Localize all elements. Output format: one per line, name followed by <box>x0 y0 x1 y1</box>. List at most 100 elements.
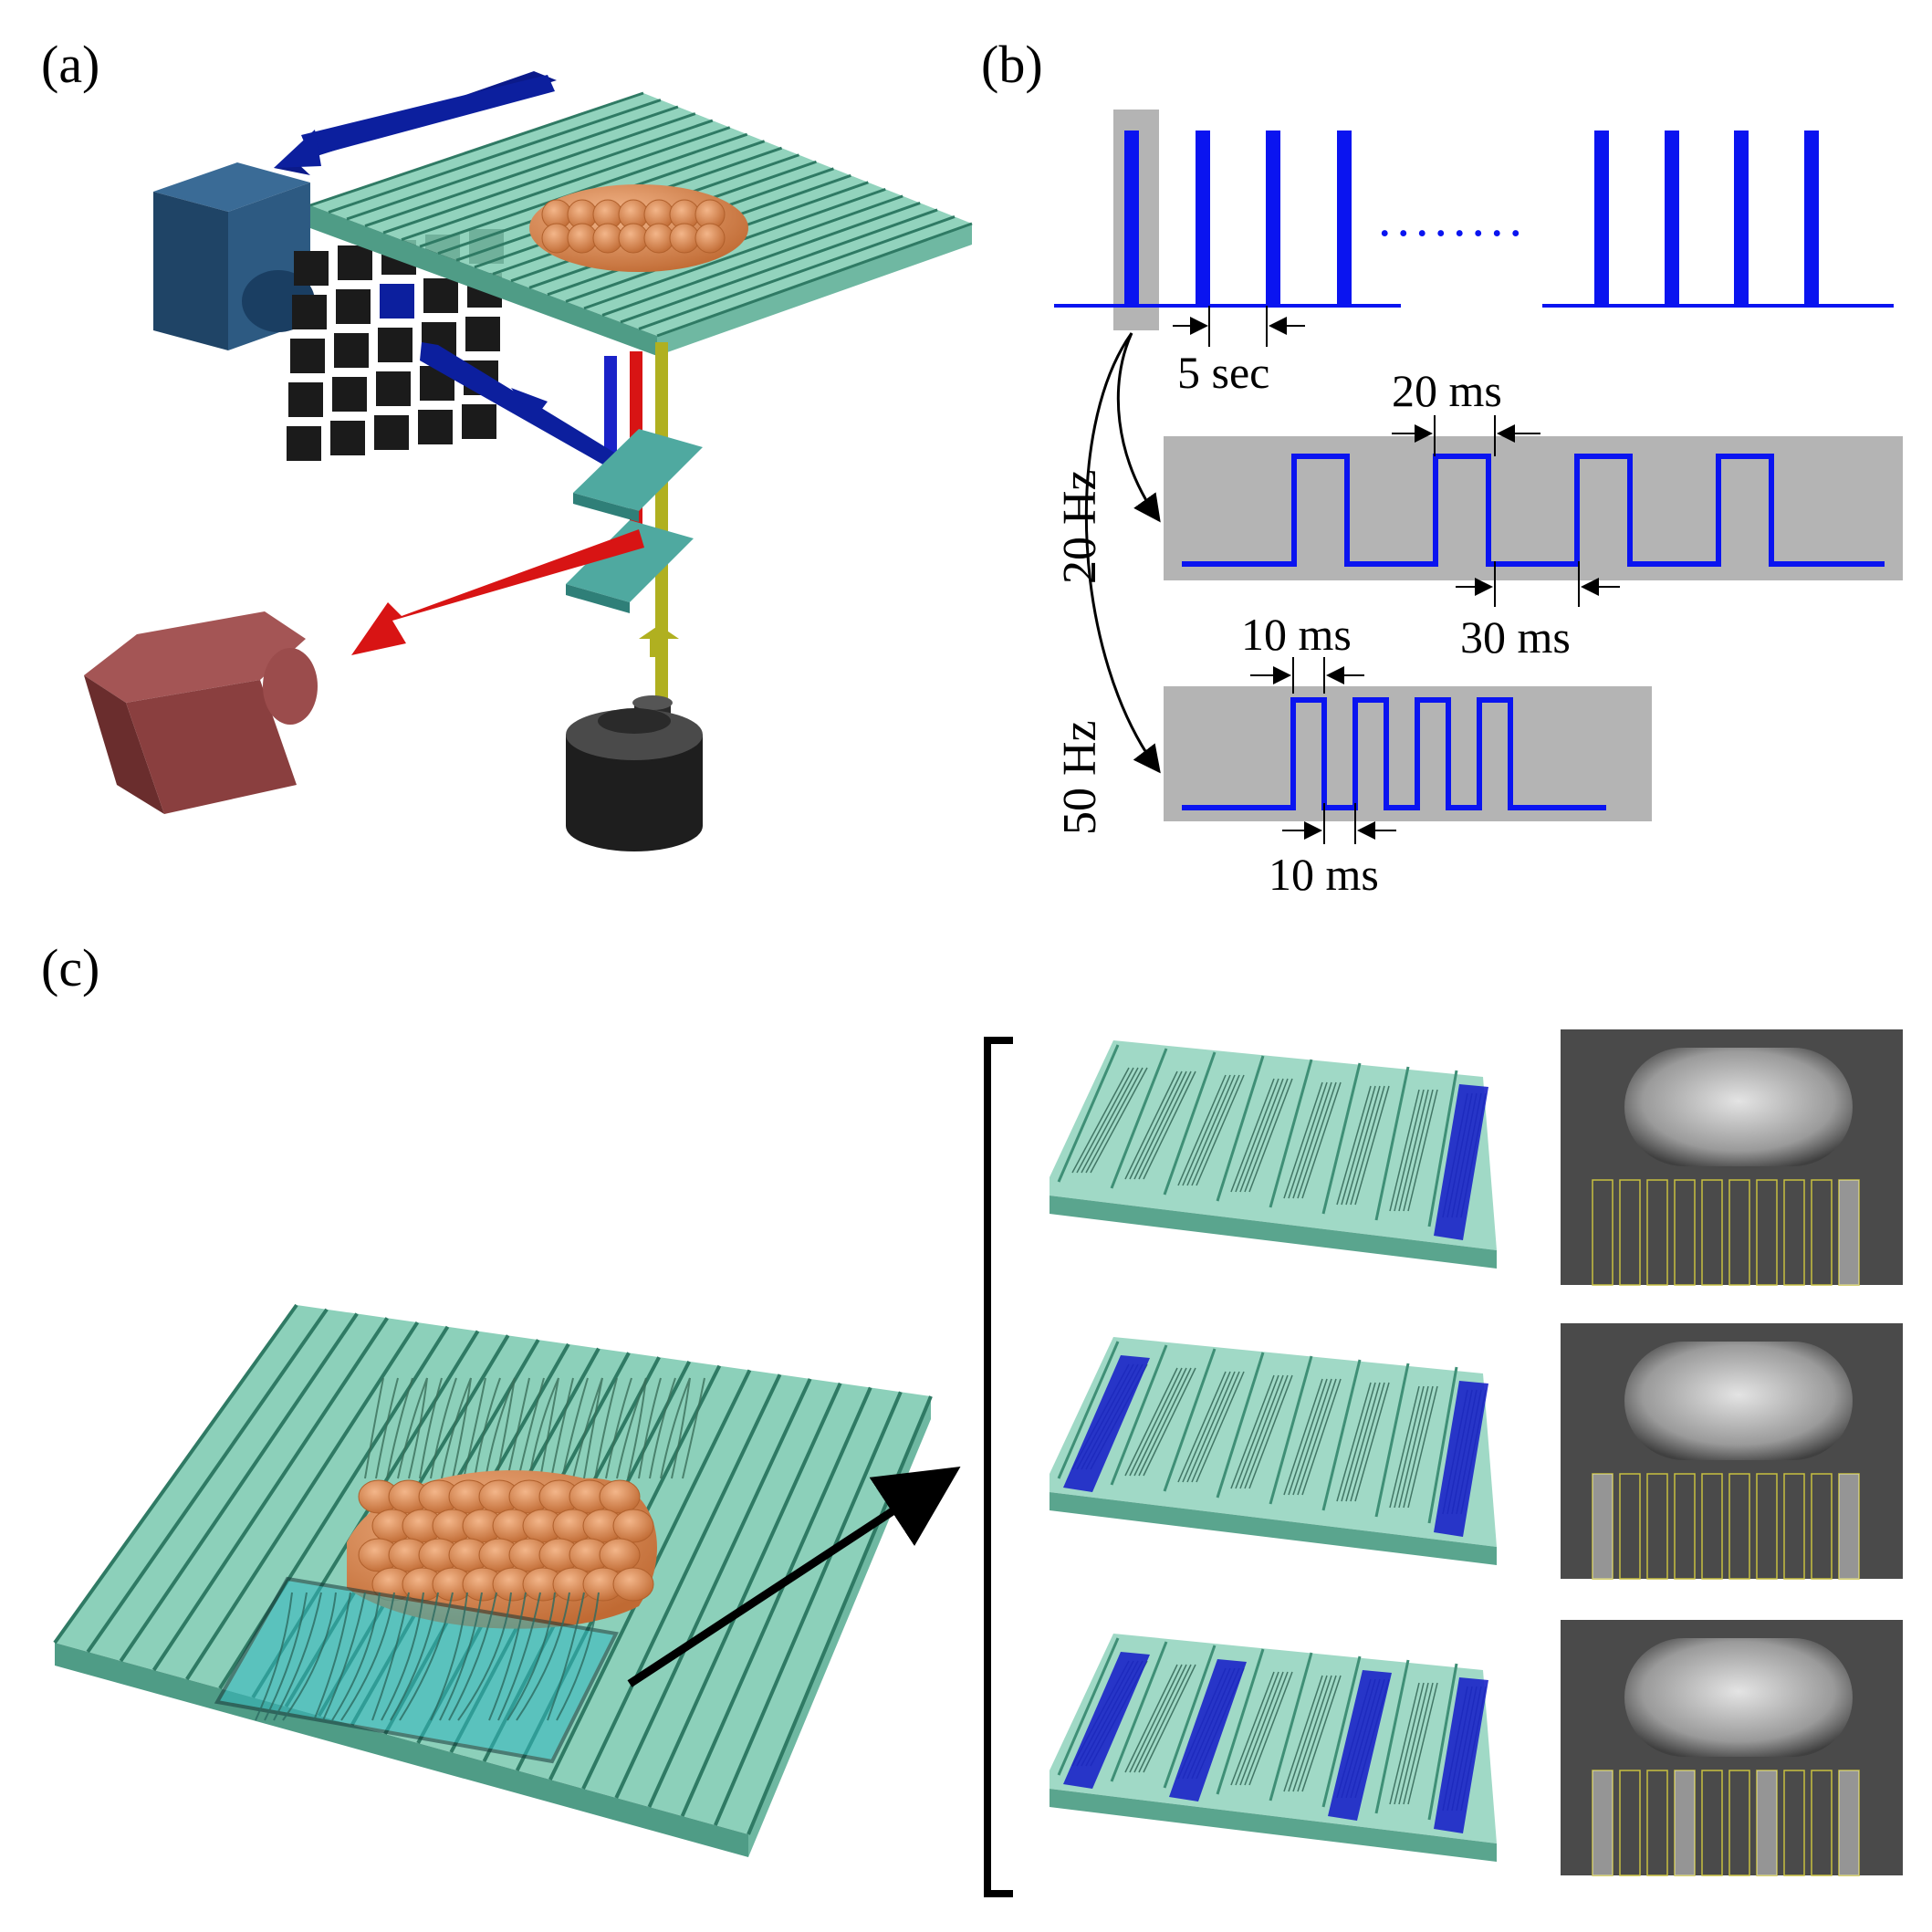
muscle-fiber <box>1076 1067 1134 1174</box>
stim-channel <box>1063 1355 1150 1492</box>
waveform-50hz <box>1182 697 1606 810</box>
muscle-cell <box>643 223 674 254</box>
dmd-mirror <box>374 415 409 450</box>
muscle-fiber <box>375 1377 399 1479</box>
microfluidic-chip-large <box>53 1303 933 1857</box>
muscle-fiber <box>1124 1664 1178 1773</box>
roi-box <box>1619 1179 1641 1286</box>
muscle-fiber <box>1129 1070 1183 1180</box>
chip-groove <box>328 99 662 214</box>
chip-groove <box>119 1312 359 1663</box>
muscle-fiber <box>1394 1385 1425 1509</box>
chip-groove <box>1216 1055 1265 1202</box>
chip-groove <box>1374 1363 1410 1518</box>
muscle-fiber <box>1129 1664 1183 1773</box>
muscle-fiber <box>1248 1374 1293 1489</box>
roi-box <box>1674 1179 1696 1286</box>
muscle-fiber <box>1071 1067 1130 1174</box>
dmd-mirror <box>292 295 327 329</box>
muscle-fiber <box>1341 1085 1376 1206</box>
bracket <box>984 1037 1013 1897</box>
muscle-fiber <box>1288 1675 1328 1792</box>
muscle-fiber <box>1341 1382 1376 1502</box>
muscle-fiber <box>331 1592 381 1721</box>
pulse-bar <box>1337 131 1352 306</box>
dmd-mirror <box>334 333 369 368</box>
muscle-fiber <box>1354 1382 1390 1502</box>
muscle-fiber <box>516 1592 570 1721</box>
pulse-bar <box>1665 131 1679 306</box>
muscle-fiber <box>497 1592 541 1721</box>
muscle-fiber <box>1297 1081 1337 1199</box>
muscle-fiber <box>682 1377 705 1479</box>
camera-icon-blue <box>153 162 315 350</box>
chip-groove <box>1163 1051 1217 1196</box>
muscle-fiber <box>1407 1089 1438 1212</box>
roi-box <box>1756 1179 1778 1286</box>
panel-a: (a) <box>41 35 973 851</box>
chip-groove <box>656 222 973 338</box>
chip-groove <box>1427 1070 1458 1227</box>
muscle-fiber <box>1350 1382 1385 1502</box>
muscle-fiber <box>441 1377 472 1479</box>
chip-stim-pattern-2 <box>1050 1337 1497 1565</box>
pulse-bar <box>1734 131 1749 306</box>
muscle-fiber <box>1288 1081 1328 1199</box>
muscle-fiber <box>1354 1085 1390 1206</box>
muscle-fiber <box>506 1592 556 1721</box>
roi-box <box>1701 1770 1723 1876</box>
chip-stim-pattern-3 <box>1050 1634 1497 1862</box>
chip-groove <box>614 1378 812 1799</box>
muscle-fiber <box>1235 1078 1279 1193</box>
roi-box <box>1674 1473 1696 1580</box>
chip-groove <box>1427 1663 1458 1821</box>
chip-groove <box>185 1321 420 1681</box>
interval-label: 5 sec <box>1177 347 1269 398</box>
muscle-fiber <box>322 1592 366 1721</box>
muscle-fiber <box>1389 1385 1420 1509</box>
chip-body <box>1050 1040 1497 1250</box>
tissue-image <box>1624 1638 1853 1757</box>
muscle-fiber <box>1301 1675 1342 1792</box>
off-time-20hz-label: 30 ms <box>1460 611 1571 663</box>
muscle-fiber <box>616 1377 647 1479</box>
chip-groove <box>1321 1062 1362 1215</box>
chip-groove <box>86 1308 329 1654</box>
roi-box <box>1592 1179 1613 1286</box>
muscle-fiber <box>583 1377 603 1479</box>
dmd-mirror <box>418 410 453 444</box>
muscle-fiber <box>1133 1664 1187 1773</box>
muscle-cell <box>694 223 726 254</box>
panel-b: (b) ........ 5 sec 20 Hz 20 ms 30 ms <box>981 35 1903 900</box>
muscle-fiber <box>485 1377 516 1479</box>
muscle-fiber <box>1336 1382 1372 1502</box>
expand-arrow-20hz <box>1116 332 1161 523</box>
muscle-fiber <box>1143 1367 1196 1477</box>
tissue-image <box>1624 1048 1853 1166</box>
chip-groove <box>364 112 696 227</box>
stimulated-channel <box>1839 1180 1859 1285</box>
muscle-fiber <box>1182 1074 1231 1186</box>
muscle-fiber <box>1191 1371 1240 1483</box>
stimulated-channel <box>1593 1474 1613 1579</box>
muscle-fiber <box>1186 1074 1236 1186</box>
muscle-fiber <box>649 1377 676 1479</box>
chip-groove <box>601 202 921 317</box>
chip-groove <box>1057 1044 1120 1183</box>
panel-c: (c) <box>41 938 1903 1897</box>
muscle-fiber <box>1239 1078 1284 1193</box>
blue-beam-column <box>604 356 617 465</box>
chip-groove <box>309 91 644 207</box>
muscle-fiber <box>1133 1367 1187 1477</box>
muscle-cell <box>612 1567 654 1602</box>
roi-box <box>1701 1179 1723 1286</box>
dmd-mirror <box>288 382 323 417</box>
muscle-fiber <box>1336 1085 1372 1206</box>
muscle-fiber <box>255 1592 293 1721</box>
roi-box <box>1728 1770 1750 1876</box>
panel-a-label: (a) <box>41 35 99 94</box>
roi-box <box>1646 1473 1668 1580</box>
chip-groove <box>401 126 731 242</box>
muscle-fiber <box>1345 1382 1381 1502</box>
dmd-mirror <box>336 289 371 324</box>
